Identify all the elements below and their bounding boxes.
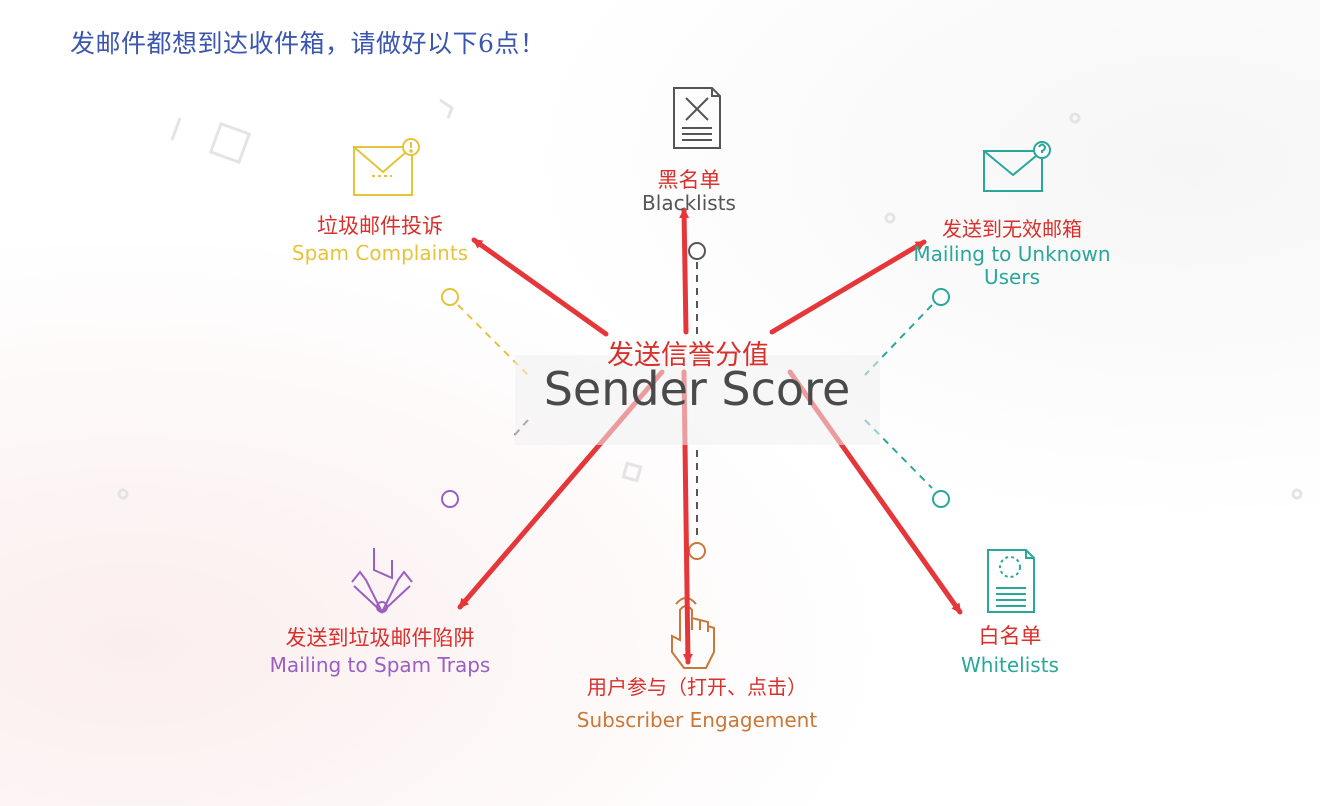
node-unknown-users	[932, 288, 950, 306]
label-blacklists-en: Blacklists	[642, 191, 736, 216]
node-blacklists	[688, 242, 706, 260]
arrow-spam-complaints	[471, 237, 609, 337]
whitelist-document-icon	[987, 549, 1035, 613]
label-unknown-users-en: Mailing to Unknown Users	[913, 242, 1111, 289]
node-circles	[441, 242, 950, 560]
headline: 发邮件都想到达收件箱，请做好以下6点！	[70, 29, 546, 58]
label-engagement-en: Subscriber Engagement	[576, 708, 818, 732]
spam-trap-icon	[351, 548, 413, 615]
label-blacklists: 黑名单 Blacklists	[642, 168, 736, 215]
label-whitelists-en: Whitelists	[961, 653, 1059, 678]
label-whitelists: 白名单 Whitelists	[961, 624, 1059, 677]
label-spam-complaints: 垃圾邮件投诉 Spam Complaints	[292, 214, 468, 265]
envelope-question-icon	[983, 141, 1051, 192]
tap-hand-icon	[671, 597, 715, 669]
label-engagement: 用户参与（打开、点击） Subscriber Engagement	[577, 676, 817, 732]
label-whitelists-cn: 白名单	[978, 624, 1042, 648]
decorative-shapes	[117, 98, 1303, 500]
arrow-unknown-users	[769, 239, 927, 335]
node-spam-traps	[441, 490, 459, 508]
label-spam-complaints-en: Spam Complaints	[291, 241, 469, 266]
label-spam-complaints-cn: 垃圾邮件投诉	[316, 214, 443, 238]
label-blacklists-cn: 黑名单	[657, 168, 721, 192]
label-spam-traps: 发送到垃圾邮件陷阱 Mailing to Spam Traps	[270, 626, 491, 677]
sender-score-chinese: 发送信誉分值	[607, 340, 769, 371]
label-spam-traps-en: Mailing to Spam Traps	[269, 653, 491, 678]
label-unknown-users-cn: 发送到无效邮箱	[942, 217, 1082, 241]
node-engagement	[688, 542, 706, 560]
arrow-blacklists	[679, 207, 690, 335]
sender-score-box	[515, 355, 880, 445]
label-unknown-users: 发送到无效邮箱 Mailing to Unknown Users	[902, 218, 1122, 289]
blacklist-document-icon	[673, 87, 721, 149]
sender-score-title: Sender Score	[543, 362, 851, 416]
envelope-alert-icon	[353, 138, 420, 196]
node-spam-complaints	[441, 288, 459, 306]
node-whitelists	[932, 490, 950, 508]
label-spam-traps-cn: 发送到垃圾邮件陷阱	[285, 626, 475, 650]
label-engagement-cn: 用户参与（打开、点击）	[586, 675, 807, 699]
